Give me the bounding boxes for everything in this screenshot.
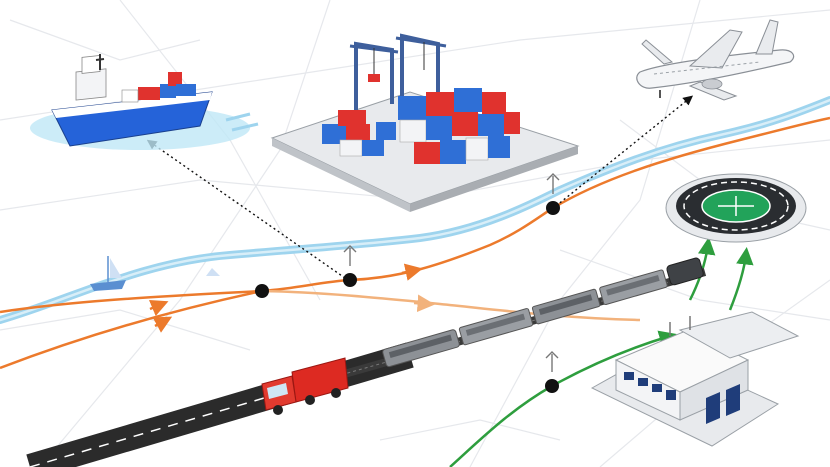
orange-route-lower	[0, 289, 263, 370]
direction-arrow-icon	[401, 263, 423, 281]
cargo-ship-icon	[30, 54, 259, 150]
route-node-icon	[545, 379, 559, 393]
direction-arrow-icon	[152, 316, 173, 333]
antenna-icon	[343, 173, 560, 372]
truck-icon	[261, 357, 349, 415]
orange-route-light	[261, 289, 641, 322]
sailboat-icon	[90, 256, 220, 291]
direction-arrow-icon	[148, 299, 169, 317]
dotted-connector-to-plane	[555, 95, 694, 207]
route-node-icon	[343, 273, 357, 287]
direction-arrow-icon	[413, 294, 435, 312]
orange-route-upper	[0, 116, 830, 314]
freight-train-icon	[382, 257, 704, 368]
route-node-icon	[255, 284, 269, 298]
green-route-to-helipad	[728, 247, 754, 311]
helipad-icon	[665, 173, 807, 243]
airplane-icon	[636, 19, 795, 101]
route-node-icon	[546, 201, 560, 215]
warehouse-icon	[590, 311, 800, 447]
container-port-icon	[270, 33, 580, 212]
